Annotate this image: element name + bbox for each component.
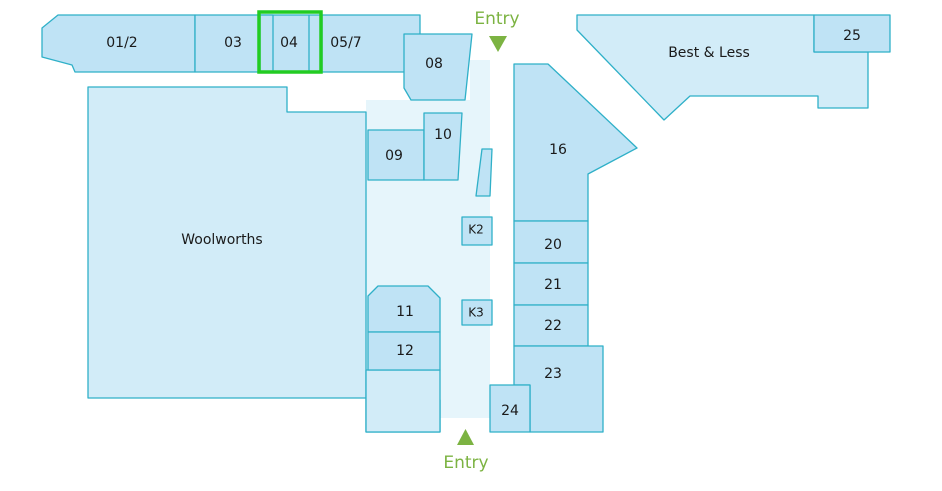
store-11[interactable] <box>367 285 441 333</box>
store-24[interactable] <box>489 384 531 433</box>
entry-bottom-label: Entry <box>443 453 488 473</box>
woolworths-rear-extension <box>365 369 441 433</box>
store-10[interactable] <box>423 112 463 181</box>
corridor-kiosk-strip <box>475 148 493 197</box>
store-21[interactable] <box>513 262 589 306</box>
store-08[interactable] <box>403 33 473 101</box>
entry-top-label: Entry <box>474 9 519 29</box>
store-22[interactable] <box>513 304 589 347</box>
kiosk-k3[interactable] <box>461 299 493 326</box>
store-20[interactable] <box>513 220 589 264</box>
store-12[interactable] <box>367 331 441 371</box>
store-04[interactable] <box>259 14 323 73</box>
down-triangle-icon <box>489 36 507 52</box>
store-25[interactable] <box>813 14 891 53</box>
store-16[interactable] <box>513 63 638 222</box>
up-triangle-icon <box>457 429 474 445</box>
store-01-2[interactable] <box>41 14 196 73</box>
store-09[interactable] <box>367 129 425 181</box>
kiosk-k2[interactable] <box>461 216 493 246</box>
